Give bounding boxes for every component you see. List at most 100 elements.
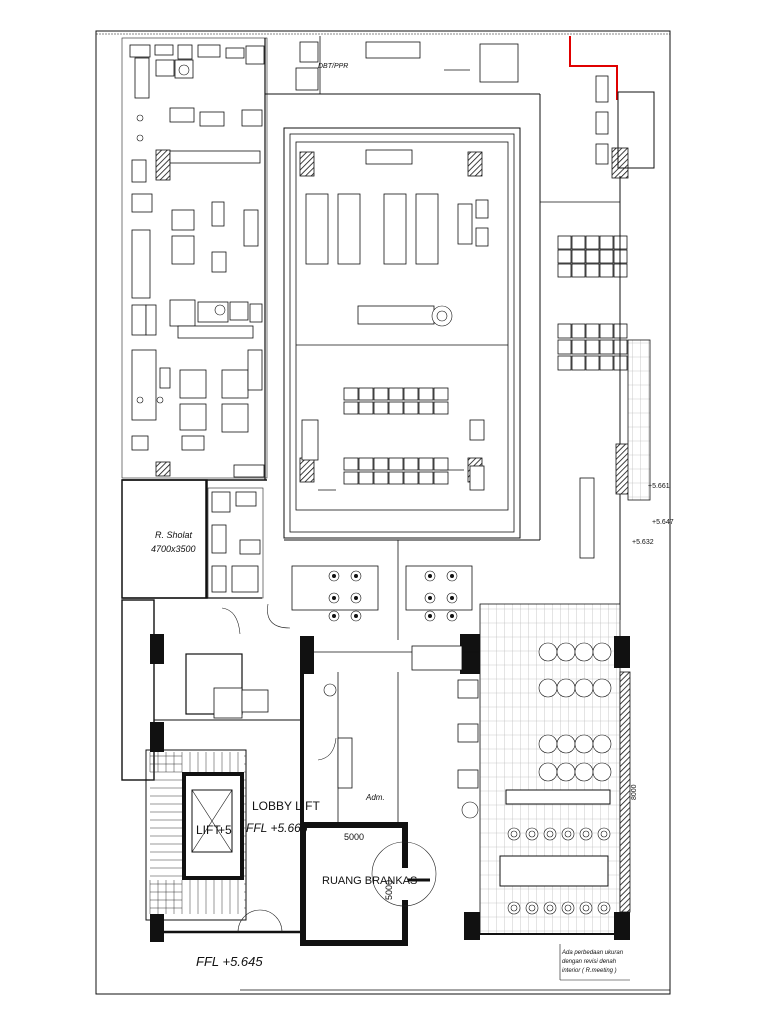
lounge-chair	[574, 678, 594, 698]
office-chair-seat	[450, 574, 454, 578]
red-marker	[569, 36, 618, 100]
workstation-desk	[585, 235, 600, 250]
workstation-desk	[557, 263, 572, 278]
classroom-desk	[433, 401, 449, 415]
lounge-chair	[574, 734, 594, 754]
workstation-desk	[599, 249, 614, 264]
office-chair-seat	[332, 596, 336, 600]
lounge-chair	[538, 678, 558, 698]
lounge-chair	[556, 762, 576, 782]
note-line-3: interior ( R.meeting )	[562, 968, 617, 974]
meeting-chair-seat	[528, 904, 536, 912]
classroom-desk	[388, 401, 404, 415]
vault-dim-horizontal: 5000	[344, 832, 364, 842]
lounge-chair	[592, 734, 612, 754]
workstation-desk	[585, 263, 600, 278]
lounge-chair	[556, 678, 576, 698]
lounge-chair	[592, 762, 612, 782]
lower-left-block	[121, 599, 300, 781]
workstation-desk	[585, 355, 600, 371]
note-line-1: Ada perbedaan ukuran	[561, 950, 624, 956]
office-chair-seat	[332, 614, 336, 618]
classroom-desk	[403, 387, 419, 401]
lounge-chair	[574, 642, 594, 662]
office-chair-seat	[354, 596, 358, 600]
workstation-desk	[571, 235, 586, 250]
meeting-chair-seat	[582, 830, 590, 838]
classroom-desk	[358, 471, 374, 485]
lounge-chair	[538, 762, 558, 782]
office-chair-seat	[428, 596, 432, 600]
lounge-chair	[538, 642, 558, 662]
classroom-desk	[388, 387, 404, 401]
meeting-chairs	[507, 642, 612, 915]
classroom-desk	[343, 457, 359, 471]
building-outline	[95, 30, 671, 995]
classroom-desk	[358, 401, 374, 415]
workstation-desk	[599, 235, 614, 250]
classroom-desks	[343, 387, 449, 485]
meeting-chair-seat	[510, 904, 518, 912]
right-dimension: 8000	[631, 784, 638, 800]
workstation-desk	[585, 339, 600, 355]
workstation-desk	[585, 249, 600, 264]
vault-label: RUANG BRANKAS	[322, 875, 417, 887]
classroom-desk	[358, 387, 374, 401]
lift-core	[145, 749, 300, 942]
classroom-desk	[403, 471, 419, 485]
classroom-desk	[373, 387, 389, 401]
classroom-desk	[418, 401, 434, 415]
top-room-label: DBT/PPR	[318, 63, 348, 70]
office-chair-seat	[354, 574, 358, 578]
workstation-desk	[571, 263, 586, 278]
bottom-ffl-label: FFL +5.645	[196, 954, 263, 969]
office-chair-seat	[354, 614, 358, 618]
adm-label: Adm.	[365, 793, 385, 802]
middle-chairs	[328, 570, 458, 622]
middle-seating	[291, 540, 473, 640]
workstation-desk	[599, 355, 614, 371]
prayer-room-dimension: 4700x3500	[151, 544, 196, 554]
level-5661: +5.661	[648, 483, 670, 490]
classroom-desk	[343, 401, 359, 415]
meeting-chair-seat	[600, 830, 608, 838]
workstation-desk	[599, 339, 614, 355]
workstation-desk	[557, 249, 572, 264]
office-chair-seat	[428, 614, 432, 618]
top-workstations	[295, 36, 519, 94]
office-chair-seat	[450, 596, 454, 600]
workstation-desk	[571, 339, 586, 355]
meeting-chair-seat	[546, 830, 554, 838]
classroom-desk	[388, 457, 404, 471]
classroom-desk	[388, 471, 404, 485]
classroom-desk	[373, 457, 389, 471]
classroom-desk	[418, 471, 434, 485]
lounge-chair	[556, 734, 576, 754]
workstation-desk	[557, 323, 572, 339]
classroom-desk	[343, 471, 359, 485]
workstation-desk	[557, 339, 572, 355]
note-line-2: dengan revisi denah	[562, 959, 617, 965]
workstation-desk	[557, 235, 572, 250]
workstation-desk	[599, 323, 614, 339]
right-structure	[540, 75, 655, 620]
lift-label: LIFT	[196, 823, 221, 837]
workstation-desk	[571, 355, 586, 371]
office-chair-seat	[332, 574, 336, 578]
lobby-lift-label: LOBBY LIFT	[252, 799, 320, 813]
admin-and-vault	[300, 634, 480, 946]
classroom-desk	[433, 457, 449, 471]
central-hall	[265, 93, 541, 541]
classroom-desk	[358, 457, 374, 471]
lounge-chair	[538, 734, 558, 754]
classroom-desk	[418, 457, 434, 471]
workstation-desk	[599, 263, 614, 278]
classroom-desk	[403, 457, 419, 471]
meeting-chair-seat	[582, 904, 590, 912]
lounge-chair	[592, 678, 612, 698]
lounge-chair	[592, 642, 612, 662]
lift-level: +5	[218, 823, 232, 837]
prayer-room-label: R. Sholat	[155, 530, 193, 540]
office-chair-seat	[450, 614, 454, 618]
